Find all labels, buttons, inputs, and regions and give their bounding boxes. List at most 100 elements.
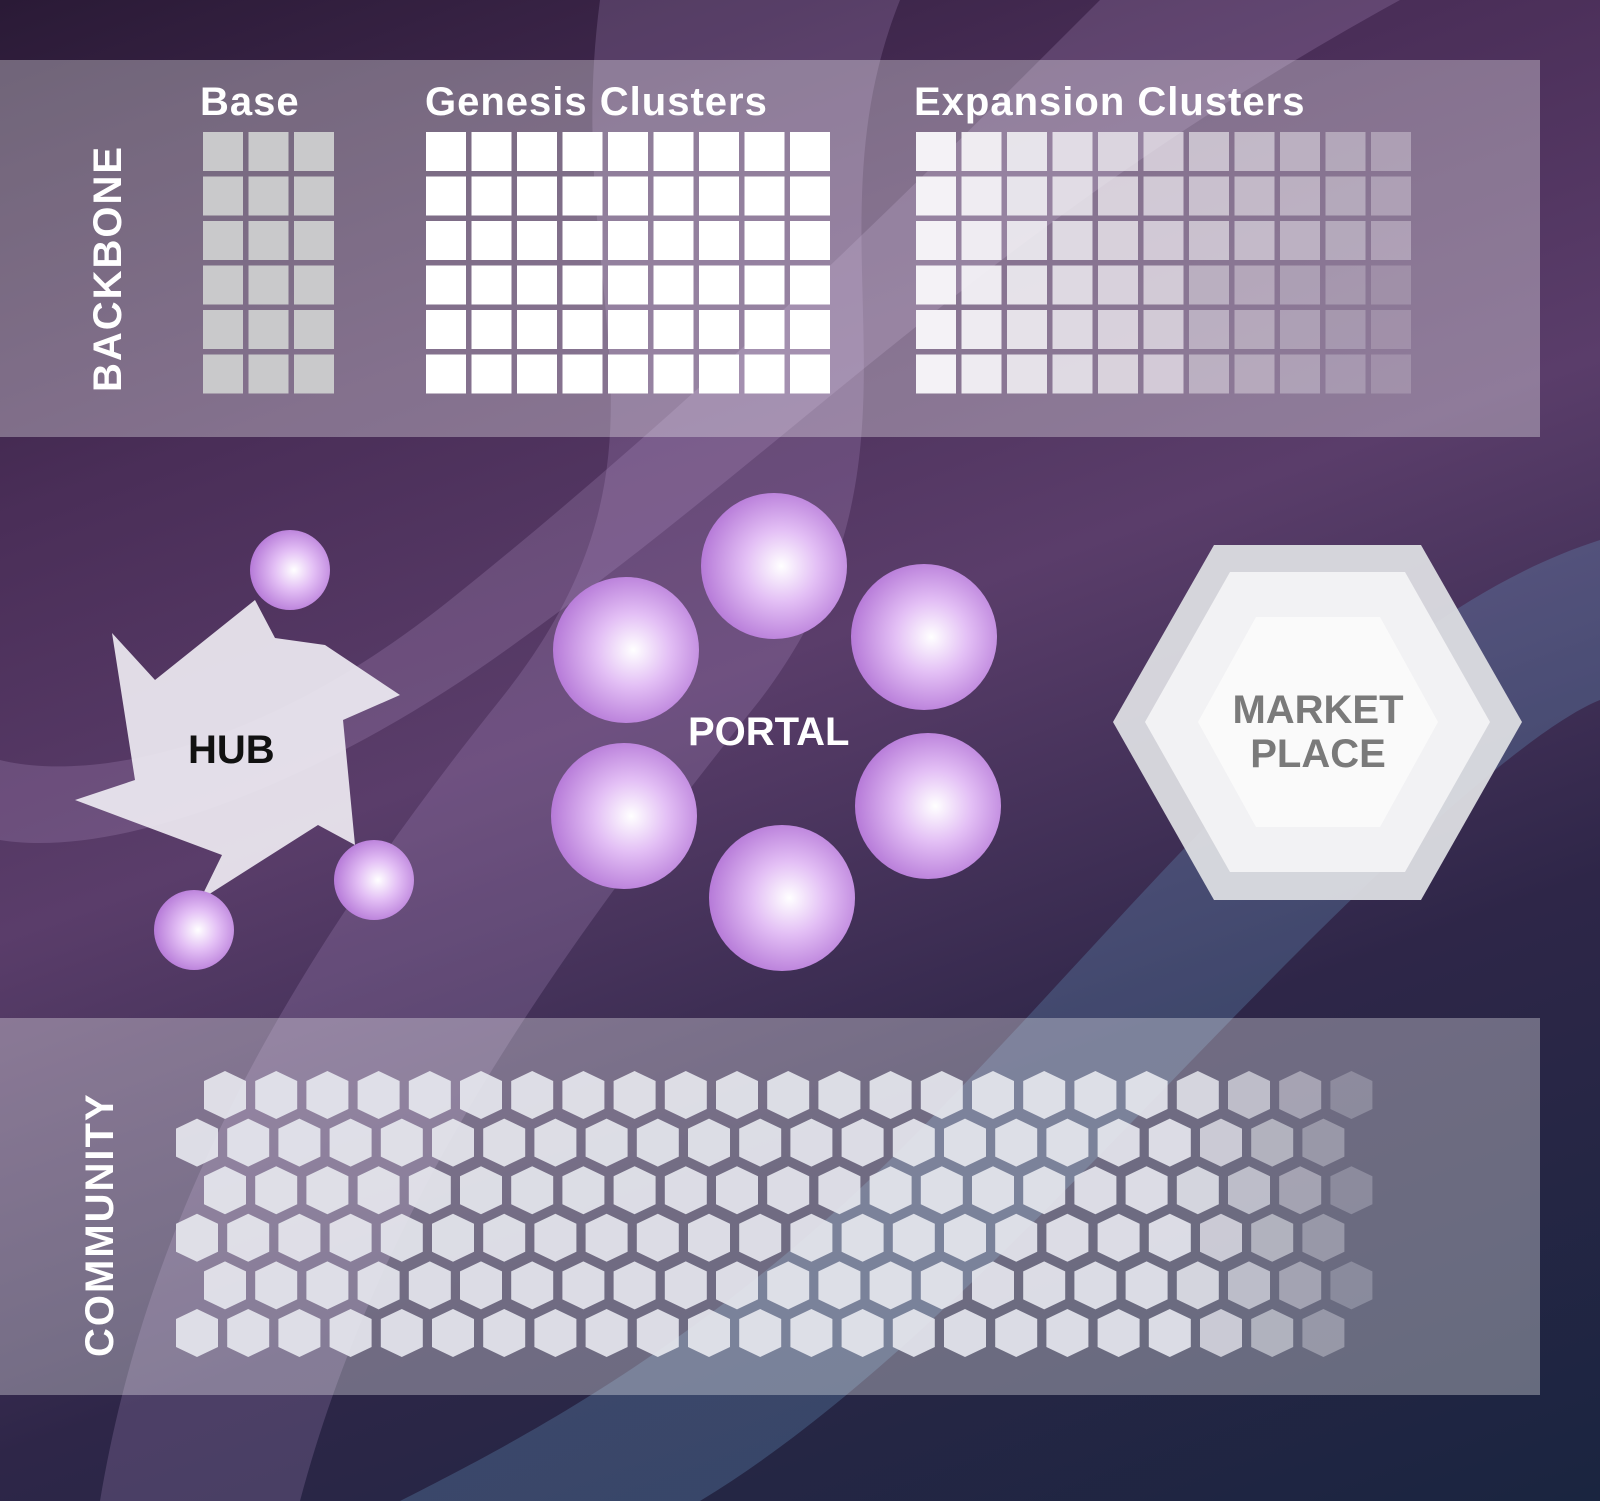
genesis-cell (744, 265, 785, 305)
genesis-cell (790, 310, 830, 349)
community-hex (1074, 1166, 1117, 1215)
genesis-cell (608, 221, 648, 260)
community-hex (534, 1118, 577, 1167)
expansion-cell (1325, 354, 1366, 394)
base-cell (294, 132, 334, 171)
genesis-cell (471, 310, 512, 349)
community-hex (534, 1213, 577, 1262)
genesis-cell (608, 132, 648, 171)
genesis-cell (517, 354, 557, 394)
expansion-cell (1143, 221, 1184, 260)
genesis-cell (562, 310, 603, 349)
expansion-cell (1143, 354, 1184, 394)
genesis-cell (699, 265, 739, 305)
base-cell (248, 221, 289, 260)
community-hex (483, 1213, 526, 1262)
genesis-cell (426, 354, 466, 394)
genesis-cell (517, 176, 557, 216)
community-hex (176, 1118, 218, 1167)
genesis-cell (653, 221, 694, 260)
community-hex (1200, 1309, 1242, 1357)
community-hex (613, 1071, 656, 1119)
community-hex (1228, 1166, 1270, 1215)
community-hex (329, 1309, 372, 1357)
expansion-cell (1143, 265, 1184, 305)
base-cell (203, 310, 243, 349)
community-hex (255, 1261, 298, 1310)
genesis-cell (517, 265, 557, 305)
community-hex (1302, 1213, 1345, 1262)
expansion-cell (961, 176, 1002, 216)
base-cell (294, 265, 334, 305)
community-hex (1176, 1261, 1219, 1310)
community-hex (1148, 1118, 1191, 1167)
genesis-cell (608, 176, 648, 216)
expansion-cell (1371, 221, 1411, 260)
community-hex (767, 1261, 810, 1310)
expansion-cell (1052, 132, 1093, 171)
community-hex (278, 1118, 321, 1167)
community-hex (892, 1213, 935, 1262)
base-cell (203, 176, 243, 216)
community-hex (688, 1118, 730, 1167)
genesis-cell (790, 221, 830, 260)
community-hex (1251, 1213, 1294, 1262)
expansion-cell (1143, 132, 1184, 171)
community-label: COMMUNITY (78, 1092, 122, 1357)
community-hex (790, 1213, 833, 1262)
community-hex (892, 1309, 935, 1357)
expansion-cell (1189, 221, 1229, 260)
community-hex (1279, 1261, 1322, 1310)
genesis-cell (699, 132, 739, 171)
base-cell (248, 176, 289, 216)
community-hex (176, 1213, 218, 1262)
community-hex (278, 1309, 321, 1357)
community-hex (585, 1213, 628, 1262)
expansion-cell (1098, 132, 1138, 171)
genesis-cell (653, 354, 694, 394)
base-cell (248, 310, 289, 349)
expansion-cell (1007, 265, 1047, 305)
community-hex (204, 1071, 246, 1119)
portal-node (551, 743, 697, 889)
community-hex (995, 1118, 1038, 1167)
community-hex (739, 1118, 782, 1167)
expansion-cell (1143, 176, 1184, 216)
community-hex (585, 1309, 628, 1357)
expansion-cell (916, 221, 956, 260)
community-hex (1097, 1118, 1140, 1167)
base-grid (203, 132, 334, 394)
hub-node (154, 890, 234, 970)
genesis-cell (517, 310, 557, 349)
community-hex (944, 1213, 986, 1262)
community-hex (972, 1261, 1014, 1310)
community-hex (995, 1309, 1038, 1357)
genesis-cell (653, 176, 694, 216)
base-cell (203, 354, 243, 394)
genesis-cell (426, 176, 466, 216)
expansion-cell (916, 310, 956, 349)
base-cell (294, 310, 334, 349)
expansion-cell (1325, 132, 1366, 171)
community-hex (511, 1071, 554, 1119)
base-title: Base (200, 80, 300, 124)
community-hex (380, 1309, 423, 1357)
community-hex (585, 1118, 628, 1167)
genesis-cell (653, 132, 694, 171)
community-hex (1125, 1071, 1168, 1119)
genesis-cell (471, 132, 512, 171)
expansion-cell (1371, 354, 1411, 394)
genesis-cell (744, 221, 785, 260)
community-hex (1251, 1309, 1294, 1357)
community-hex (944, 1309, 986, 1357)
community-hex (1148, 1309, 1191, 1357)
expansion-cell (961, 265, 1002, 305)
expansion-cell (1371, 132, 1411, 171)
marketplace-hex-inner (1198, 617, 1438, 827)
community-hex (841, 1118, 884, 1167)
community-hex (636, 1309, 679, 1357)
expansion-cell (1325, 176, 1366, 216)
expansion-cell (1234, 221, 1275, 260)
genesis-cell (790, 132, 830, 171)
community-hex (944, 1118, 986, 1167)
